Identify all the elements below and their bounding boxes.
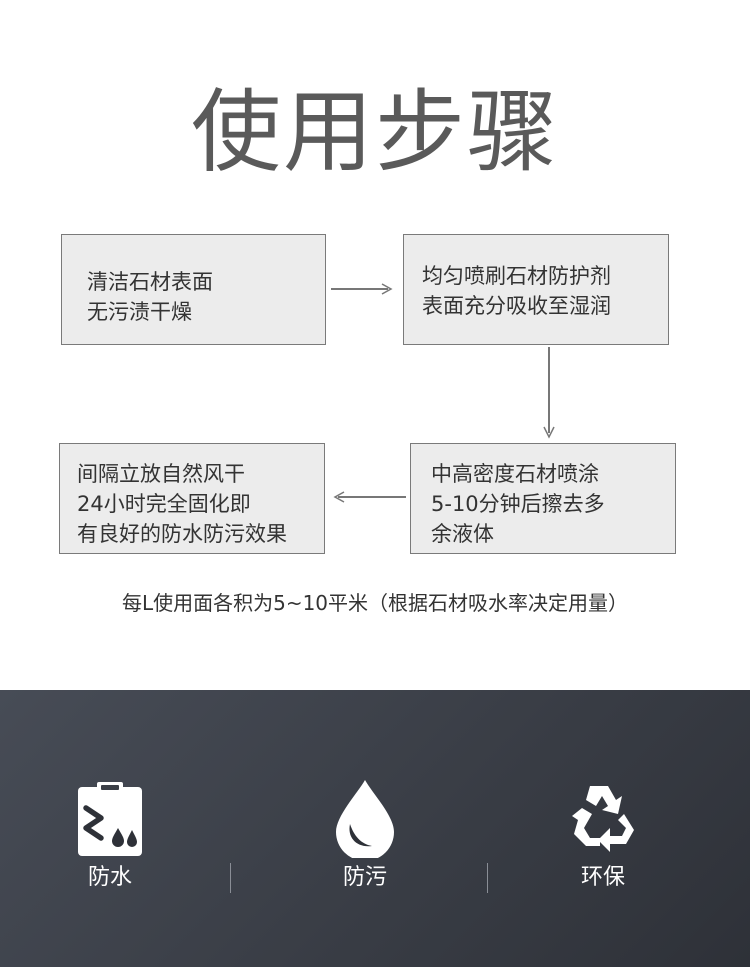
- divider: [487, 863, 488, 893]
- usage-note: 每L使用面各积为5~10平米（根据石材吸水率决定用量）: [121, 591, 629, 615]
- step-box-3: 中高密度石材喷涂 5-10分钟后擦去多 余液体: [410, 443, 676, 554]
- arrow-left-icon: [333, 491, 406, 503]
- recycle-icon: [572, 786, 634, 852]
- feature-waterproof: 防水: [50, 690, 170, 967]
- waterproof-icon: [78, 782, 142, 856]
- step-box-1: 清洁石材表面 无污渍干燥: [61, 234, 326, 345]
- step-4-line-2: 24小时完全固化即: [77, 492, 251, 516]
- step-1-line-2: 无污渍干燥: [87, 300, 192, 324]
- features-panel: 防水 防污 环保: [0, 690, 750, 967]
- step-box-4: 间隔立放自然风干 24小时完全固化即 有良好的防水防污效果: [59, 443, 325, 554]
- feature-eco: 环保: [543, 690, 663, 967]
- step-3-line-1: 中高密度石材喷涂: [431, 462, 599, 486]
- step-2-line-2: 表面充分吸收至湿润: [422, 294, 611, 318]
- step-3-line-3: 余液体: [431, 522, 494, 546]
- arrow-down-icon: [543, 347, 555, 439]
- step-3-line-2: 5-10分钟后擦去多: [431, 492, 605, 516]
- step-4-line-1: 间隔立放自然风干: [77, 462, 245, 486]
- step-box-2: 均匀喷刷石材防护剂 表面充分吸收至湿润: [403, 234, 669, 345]
- step-2-line-1: 均匀喷刷石材防护剂: [422, 264, 611, 288]
- feature-label-waterproof: 防水: [87, 865, 132, 890]
- water-drop-icon: [336, 780, 394, 858]
- feature-stainproof: 防污: [305, 690, 425, 967]
- step-4-line-3: 有良好的防水防污效果: [77, 522, 287, 546]
- feature-label-stainproof: 防污: [342, 865, 387, 890]
- step-1-line-1: 清洁石材表面: [87, 270, 213, 294]
- feature-label-eco: 环保: [580, 865, 625, 890]
- page-title: 使用步骤: [191, 80, 559, 185]
- arrow-right-icon: [331, 283, 393, 295]
- divider: [230, 863, 231, 893]
